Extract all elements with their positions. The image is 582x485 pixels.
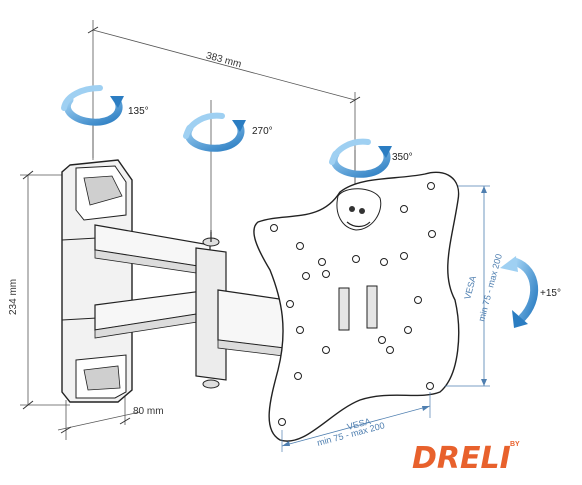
logo-text: DRELI [412, 441, 511, 476]
width-label: 383 mm [205, 50, 243, 70]
rotation-arrow-350: 350° [329, 138, 413, 178]
swing-arm [94, 224, 301, 389]
tilt-arrow: +15° [500, 256, 561, 328]
depth-dimension: 80 mm [57, 395, 164, 440]
wall-plate [61, 159, 133, 403]
rotation-arrow-135: 135° [61, 85, 149, 126]
vesa-vertical-range: min 75 - max 200 [476, 253, 504, 323]
vesa-plate [253, 171, 460, 442]
height-dimension: 234 mm [8, 170, 70, 410]
axis-lines [92, 100, 356, 232]
angle-label-tilt: +15° [540, 288, 561, 299]
rotation-arrow-270: 270° [183, 112, 273, 152]
angle-label-350: 350° [392, 152, 413, 163]
width-dimension: 383 mm [87, 20, 361, 190]
depth-label: 80 mm [133, 406, 164, 417]
dreli-logo: DRELI BY [412, 441, 520, 476]
vesa-vertical-title: VESA [462, 275, 478, 301]
height-label: 234 mm [8, 279, 19, 315]
angle-label-135: 135° [128, 106, 149, 117]
angle-label-270: 270° [252, 126, 273, 137]
logo-by: BY [510, 441, 520, 448]
